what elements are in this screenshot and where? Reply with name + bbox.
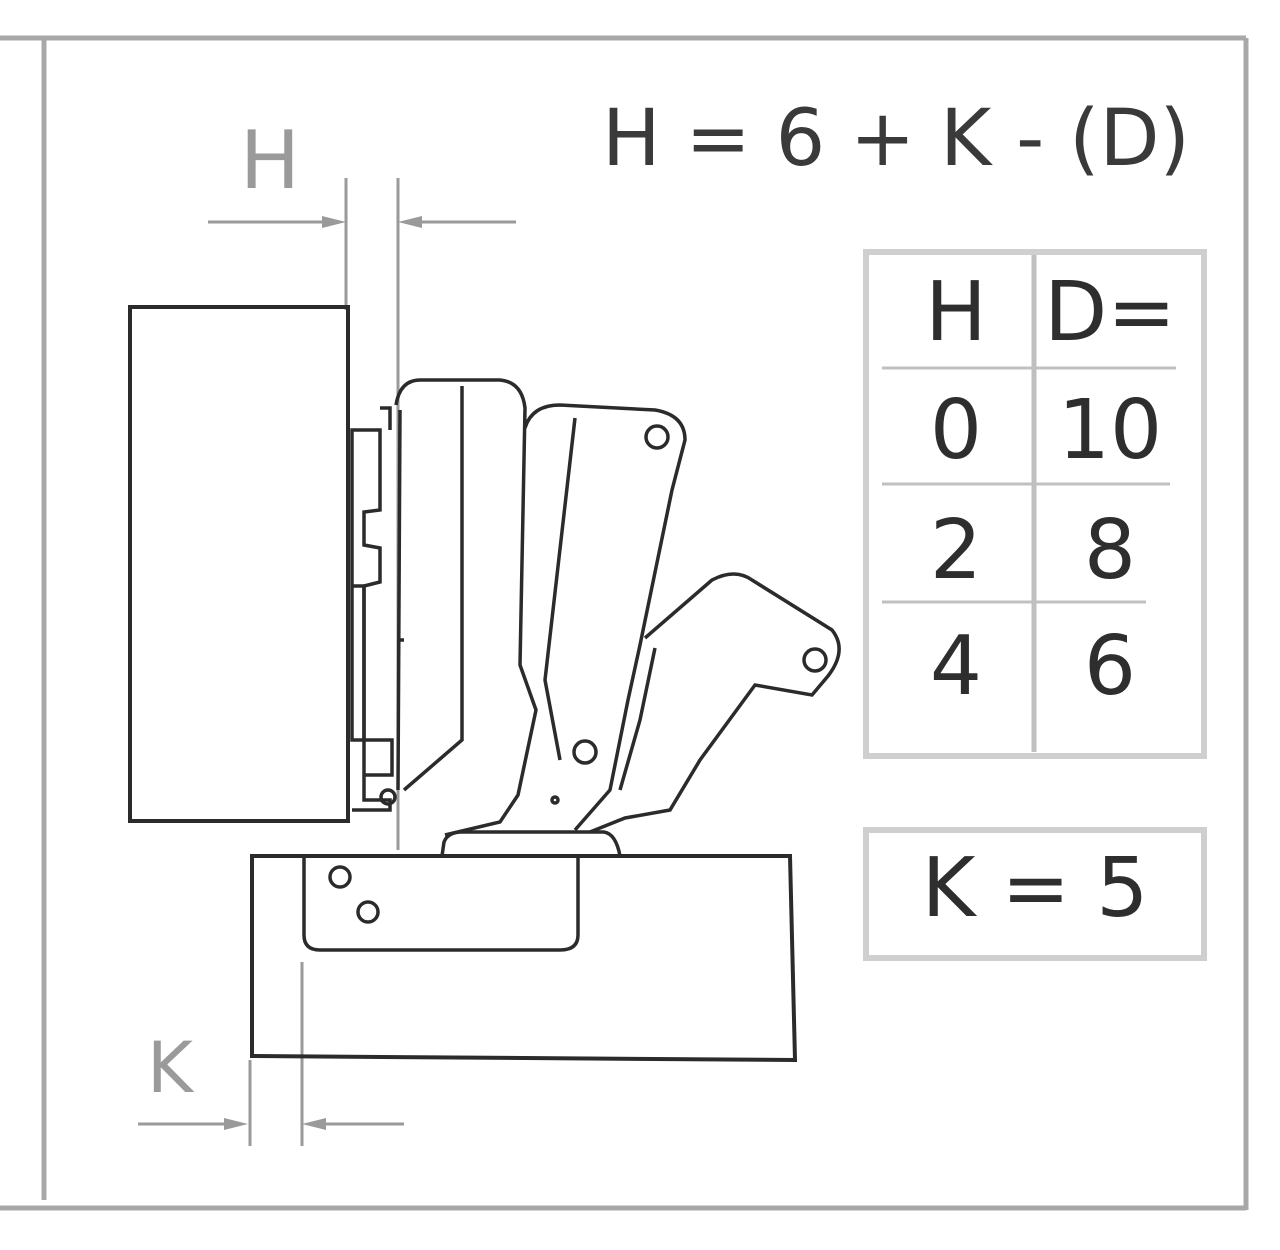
hinge-mechanism-arm bbox=[589, 572, 841, 834]
hinge-link-arm bbox=[523, 403, 687, 832]
k-dimension-label: K bbox=[147, 1027, 195, 1109]
table-header-h: H bbox=[925, 265, 987, 360]
hinge-cup bbox=[350, 406, 397, 812]
h-dimension-label: H bbox=[240, 114, 300, 207]
table-cell-h: 4 bbox=[930, 619, 982, 714]
outer-frame bbox=[0, 35, 1249, 1211]
table-cell-d: 10 bbox=[1058, 383, 1162, 478]
hinge-arm bbox=[394, 378, 538, 837]
formula-text: H = 6 + K - (D) bbox=[602, 94, 1190, 184]
k-dimension bbox=[138, 962, 404, 1146]
k-value-text: K = 5 bbox=[922, 841, 1149, 936]
h-dimension bbox=[208, 178, 516, 850]
cabinet-side-panel bbox=[250, 854, 798, 1063]
table-cell-h: 2 bbox=[930, 503, 982, 598]
table-cell-d: 8 bbox=[1084, 503, 1136, 598]
door-panel bbox=[128, 305, 350, 823]
mounting-plate bbox=[302, 830, 622, 952]
k-value-box: K = 5 bbox=[863, 827, 1207, 961]
table-header-d: D= bbox=[1044, 265, 1176, 360]
table-cell-d: 6 bbox=[1084, 619, 1136, 714]
reference-table: H D= 0 10 2 8 4 6 bbox=[863, 249, 1207, 759]
table-cell-h: 0 bbox=[930, 383, 982, 478]
